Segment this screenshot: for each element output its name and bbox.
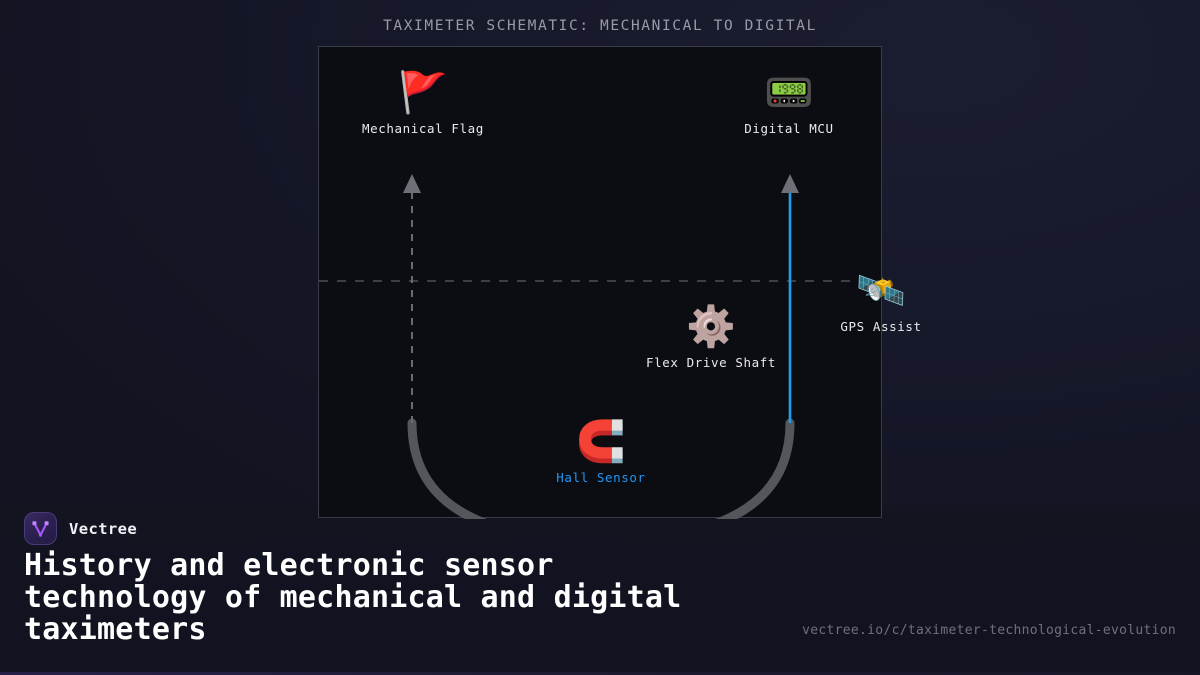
node-gps-assist[interactable]: 🛰️ GPS Assist [791, 269, 971, 334]
brand-name: Vectree [69, 519, 138, 538]
node-digital-mcu[interactable]: 📟 Digital MCU [699, 71, 879, 136]
red-flag-icon: 🚩 [398, 70, 448, 116]
node-label-hall-sensor: Hall Sensor [556, 470, 646, 485]
magnet-icon: 🧲 [576, 419, 626, 465]
node-label-flex-drive-shaft: Flex Drive Shaft [645, 355, 776, 370]
mechanical-path-arrowhead [403, 174, 421, 193]
bottom-accent-rule [0, 672, 1200, 675]
satellite-icon: 🛰️ [856, 268, 906, 314]
vectree-logo-mark [32, 521, 49, 537]
node-flex-drive-shaft[interactable]: ⚙️ Flex Drive Shaft [621, 305, 801, 370]
node-label-digital-mcu: Digital MCU [744, 121, 834, 136]
pager-icon: 📟 [764, 70, 814, 116]
sensor-arc-path [407, 418, 795, 519]
footer-band [0, 505, 1200, 675]
vectree-logo-icon [24, 512, 57, 545]
source-url: vectree.io/c/taximeter-technological-evo… [802, 623, 1176, 638]
node-mechanical-flag[interactable]: 🚩 Mechanical Flag [333, 71, 513, 136]
page-title: History and electronic sensor technology… [24, 548, 682, 647]
gear-icon: ⚙️ [686, 304, 736, 350]
schematic-panel: 🚩 Mechanical Flag 📟 Digital MCU ⚙️ Flex … [318, 46, 921, 519]
node-hall-sensor[interactable]: 🧲 Hall Sensor [511, 420, 691, 485]
schematic-connectors [319, 174, 883, 519]
brand-row: Vectree [24, 512, 137, 545]
chart-title: TAXIMETER SCHEMATIC: MECHANICAL TO DIGIT… [383, 18, 817, 34]
node-label-mechanical-flag: Mechanical Flag [362, 121, 484, 136]
digital-path-arrowhead [781, 174, 799, 193]
node-label-gps-assist: GPS Assist [840, 319, 922, 334]
